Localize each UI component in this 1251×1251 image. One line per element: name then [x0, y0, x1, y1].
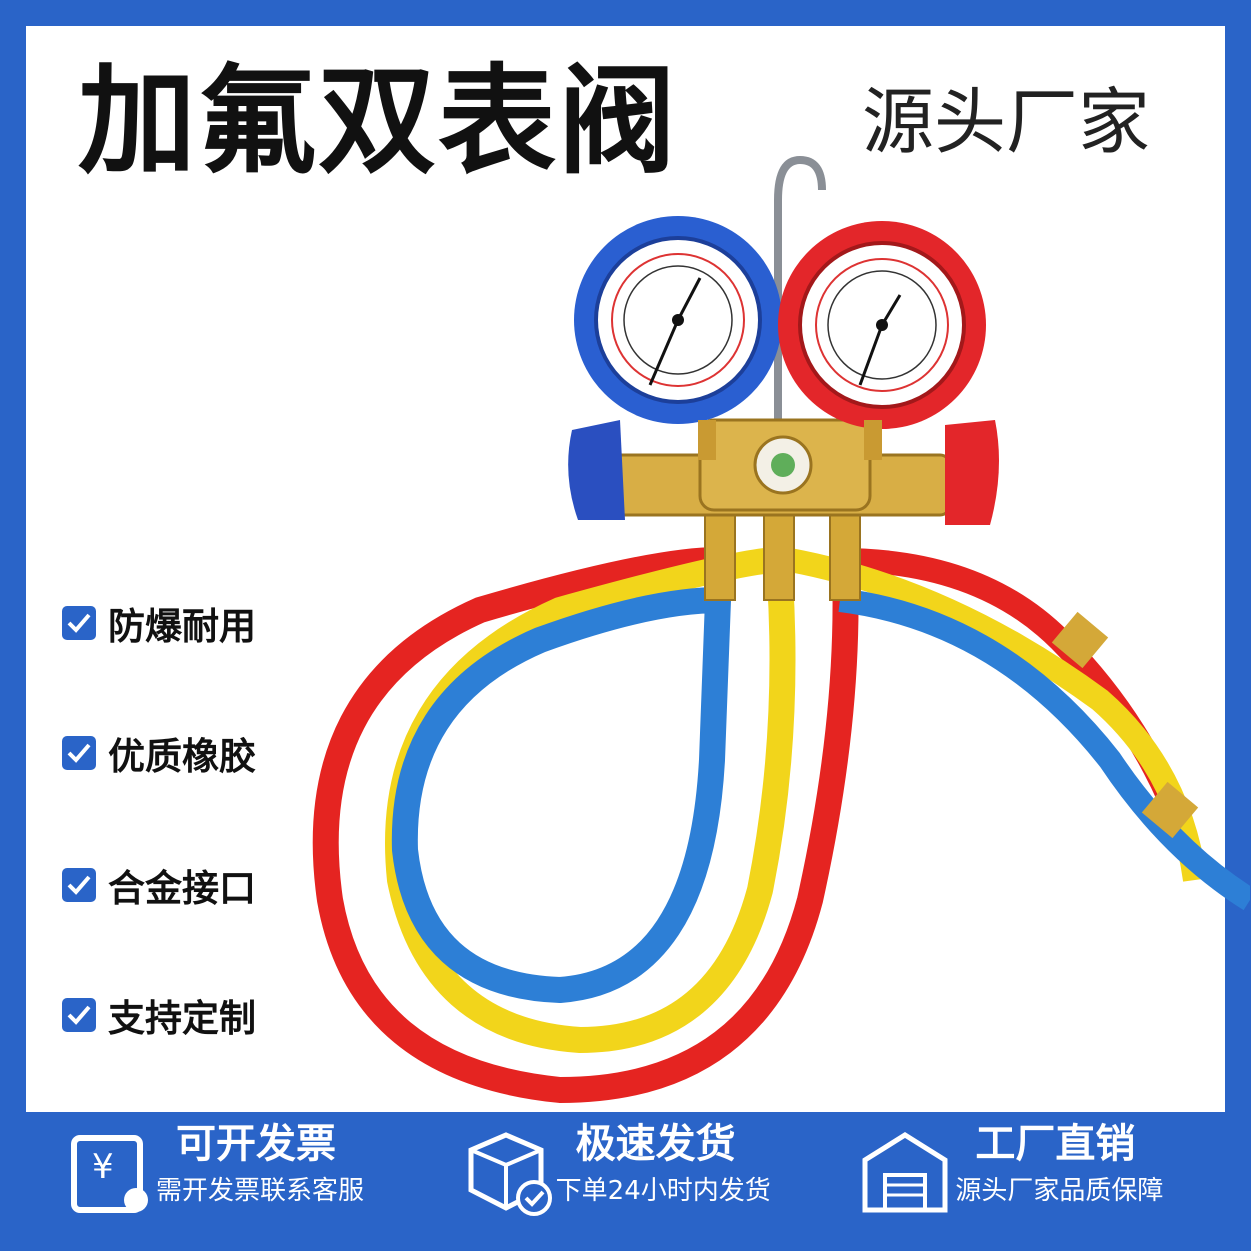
service-shipping: 极速发货 下单24小时内发货	[426, 1112, 826, 1225]
feature-label: 优质橡胶	[108, 735, 256, 778]
checkbox-icon	[62, 606, 96, 640]
service-subtitle: 需开发票联系客服	[156, 1176, 365, 1206]
brass-fitting	[704, 509, 736, 601]
red-knob-icon	[945, 420, 999, 525]
blue-knob-icon	[568, 420, 625, 520]
checkbox-icon	[62, 868, 96, 902]
yellow-hose	[385, 547, 796, 1054]
feature-item: 防爆耐用	[62, 598, 256, 648]
box-check-icon	[468, 1132, 552, 1216]
page-subtitle: 源头厂家	[862, 80, 1151, 164]
service-title: 极速发货	[575, 1121, 736, 1167]
feature-item: 支持定制	[62, 990, 256, 1040]
service-invoice: ¥ 可开发票 需开发票联系客服	[26, 1112, 426, 1225]
page-title: 加氟双表阀	[78, 52, 679, 190]
service-title: 可开发票	[176, 1121, 336, 1167]
blue-hose	[391, 587, 731, 1004]
red-hose	[312, 547, 859, 1104]
manifold-gauge-illustration	[312, 155, 1250, 1104]
invoice-icon: ¥	[71, 1135, 148, 1213]
hook-icon	[774, 155, 826, 480]
service-factory: 工厂直销 源头厂家品质保障	[825, 1112, 1225, 1225]
checkbox-icon	[62, 736, 96, 770]
blue-hose-right	[838, 588, 1250, 911]
feature-label: 支持定制	[108, 997, 256, 1040]
service-subtitle: 源头厂家品质保障	[955, 1176, 1164, 1206]
service-title: 工厂直销	[975, 1121, 1136, 1167]
brass-fitting	[829, 509, 861, 601]
bottom-bar: ¥ 可开发票 需开发票联系客服 极速发货 下单24小时内发货 工厂直销 源头厂家…	[26, 1112, 1225, 1225]
service-subtitle: 下单24小时内发货	[555, 1176, 771, 1206]
feature-label: 合金接口	[108, 867, 256, 910]
brass-fitting	[1051, 611, 1109, 669]
feature-item: 优质橡胶	[62, 728, 256, 778]
feature-item: 合金接口	[62, 860, 256, 910]
brass-fitting	[1141, 781, 1199, 839]
feature-label: 防爆耐用	[108, 605, 256, 648]
checkbox-icon	[62, 998, 96, 1032]
brass-fitting	[763, 509, 795, 601]
warehouse-icon	[862, 1132, 948, 1213]
svg-text:¥: ¥	[92, 1147, 114, 1187]
